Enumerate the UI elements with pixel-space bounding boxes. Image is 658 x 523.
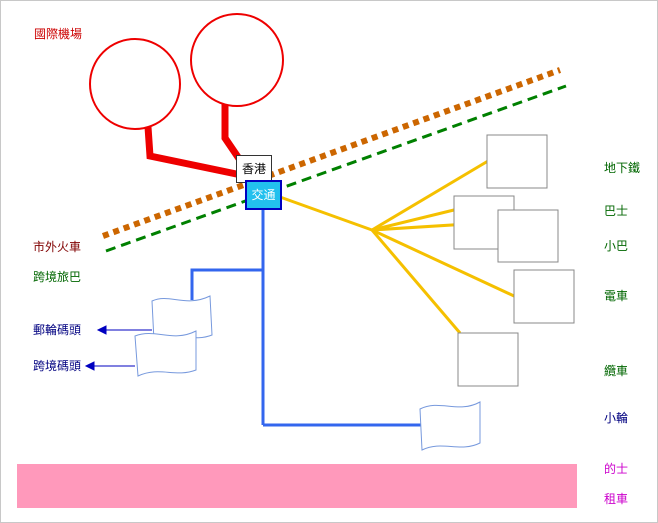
airport-link-1 <box>144 126 247 180</box>
ferry-doc <box>419 401 481 451</box>
hongkong-box: 香港 <box>236 155 272 183</box>
label-cruise-terminal: 郵輪碼頭 <box>33 323 82 337</box>
label-cable-car: 纜車 <box>604 364 629 378</box>
minibus-box <box>497 209 559 263</box>
intercity-rail-line <box>101 67 562 239</box>
label-taxi: 的士 <box>604 462 629 476</box>
crossborder-ferry-doc <box>134 330 197 377</box>
label-bus: 巴士 <box>604 204 629 218</box>
cablecar-box <box>457 332 519 387</box>
sea-feeder-lines <box>190 206 422 427</box>
label-ferry: 小輪 <box>604 411 629 425</box>
label-car-rental: 租車 <box>604 492 629 506</box>
label-crossborder-ferry: 跨境碼頭 <box>33 359 82 373</box>
transport-box: 交通 <box>245 180 282 210</box>
label-airport: 國際機場 <box>34 27 83 41</box>
taxi-band <box>17 464 577 508</box>
crossborder-rail-line <box>105 84 567 253</box>
mtr-box <box>486 134 548 189</box>
airport-circle-2 <box>190 13 284 107</box>
label-minibus: 小巴 <box>604 239 629 253</box>
airport-circle-1 <box>89 38 181 130</box>
label-intercity-train: 市外火車 <box>33 240 82 254</box>
label-crossborder-bus: 跨境旅巴 <box>33 270 82 284</box>
label-tram: 電車 <box>604 289 629 303</box>
label-mtr: 地下鐵 <box>604 161 641 175</box>
tram-box <box>513 269 575 324</box>
land-feeder-lines <box>279 159 515 334</box>
